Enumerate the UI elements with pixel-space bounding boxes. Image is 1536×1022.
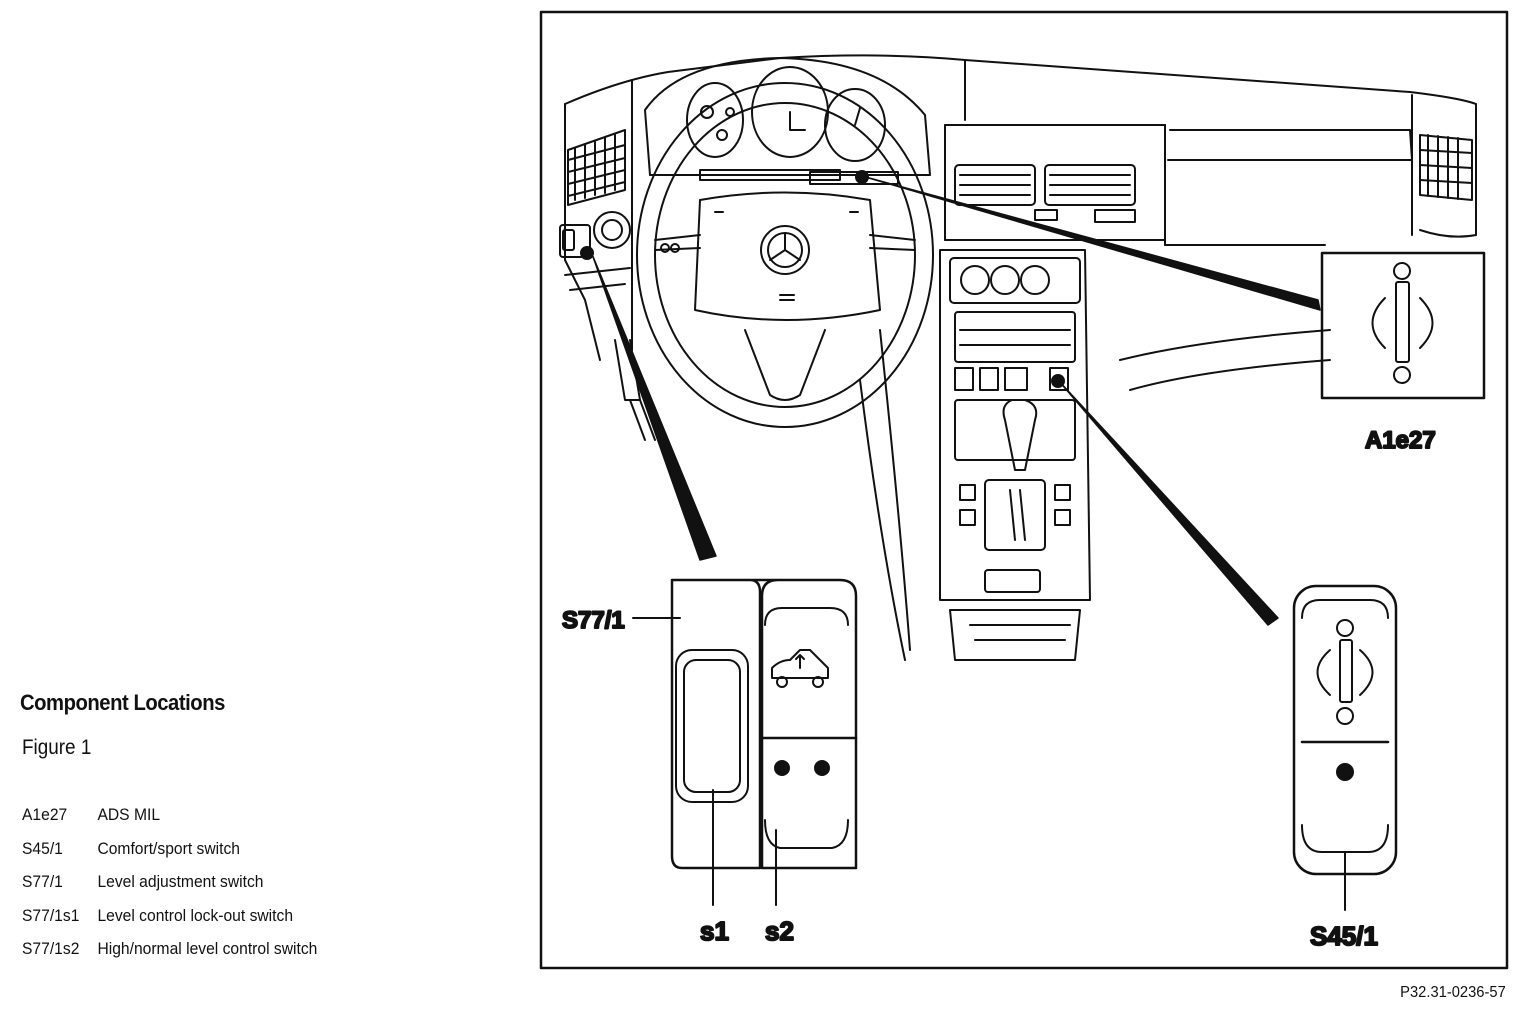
s77-1-switch xyxy=(670,578,858,870)
diagram-frame xyxy=(539,10,1509,970)
legend-title: Component Locations xyxy=(20,690,225,715)
center-vents xyxy=(954,164,1136,223)
callout-a1e27: A1e27 xyxy=(1365,427,1436,454)
legend-code: S77/1s1 xyxy=(22,905,80,925)
legend-desc: ADS MIL xyxy=(97,805,161,824)
callout-s2: s2 xyxy=(765,916,794,946)
figure-label: Figure 1 xyxy=(22,736,92,759)
legend-list: A1e27 ADS MIL S45/1 Comfort/sport switch… xyxy=(22,805,343,973)
legend-item: S45/1 Comfort/sport switch xyxy=(22,839,317,873)
legend-code: S77/1s2 xyxy=(22,939,80,958)
legend-item: S77/1s1 Level control lock-out switch xyxy=(22,906,317,940)
left-switch-panel xyxy=(559,211,631,291)
callout-s1: s1 xyxy=(700,916,729,946)
callout-s45-1: S45/1 xyxy=(1310,921,1378,951)
left-vent xyxy=(567,129,626,206)
legend-desc: Comfort/sport switch xyxy=(97,838,240,858)
legend-item: S77/1 Level adjustment switch xyxy=(22,872,317,906)
s45-1-switch xyxy=(1292,584,1398,876)
center-console xyxy=(939,249,1091,661)
legend-desc: High/normal level control switch xyxy=(97,939,318,958)
a1e27-inset xyxy=(1320,251,1486,400)
legend-code: S45/1 xyxy=(22,838,63,858)
legend-item: A1e27 ADS MIL xyxy=(22,805,317,839)
legend-desc: Level adjustment switch xyxy=(97,872,264,891)
right-vent xyxy=(1419,134,1473,201)
legend-code: S77/1 xyxy=(22,872,63,891)
leader-lines xyxy=(580,170,1321,626)
steering-wheel xyxy=(636,82,934,428)
legend-item: S77/1s2 High/normal level control switch xyxy=(22,939,317,973)
legend-code: A1e27 xyxy=(22,805,68,824)
callout-pointers xyxy=(632,617,1346,911)
dashboard-outline xyxy=(564,54,1477,661)
instrument-cluster xyxy=(644,57,931,185)
callout-s77-1: S77/1 xyxy=(562,607,625,634)
figure-id: P32.31-0236-57 xyxy=(1400,984,1506,1001)
steering-column xyxy=(614,339,656,441)
legend-desc: Level control lock-out switch xyxy=(97,905,294,925)
